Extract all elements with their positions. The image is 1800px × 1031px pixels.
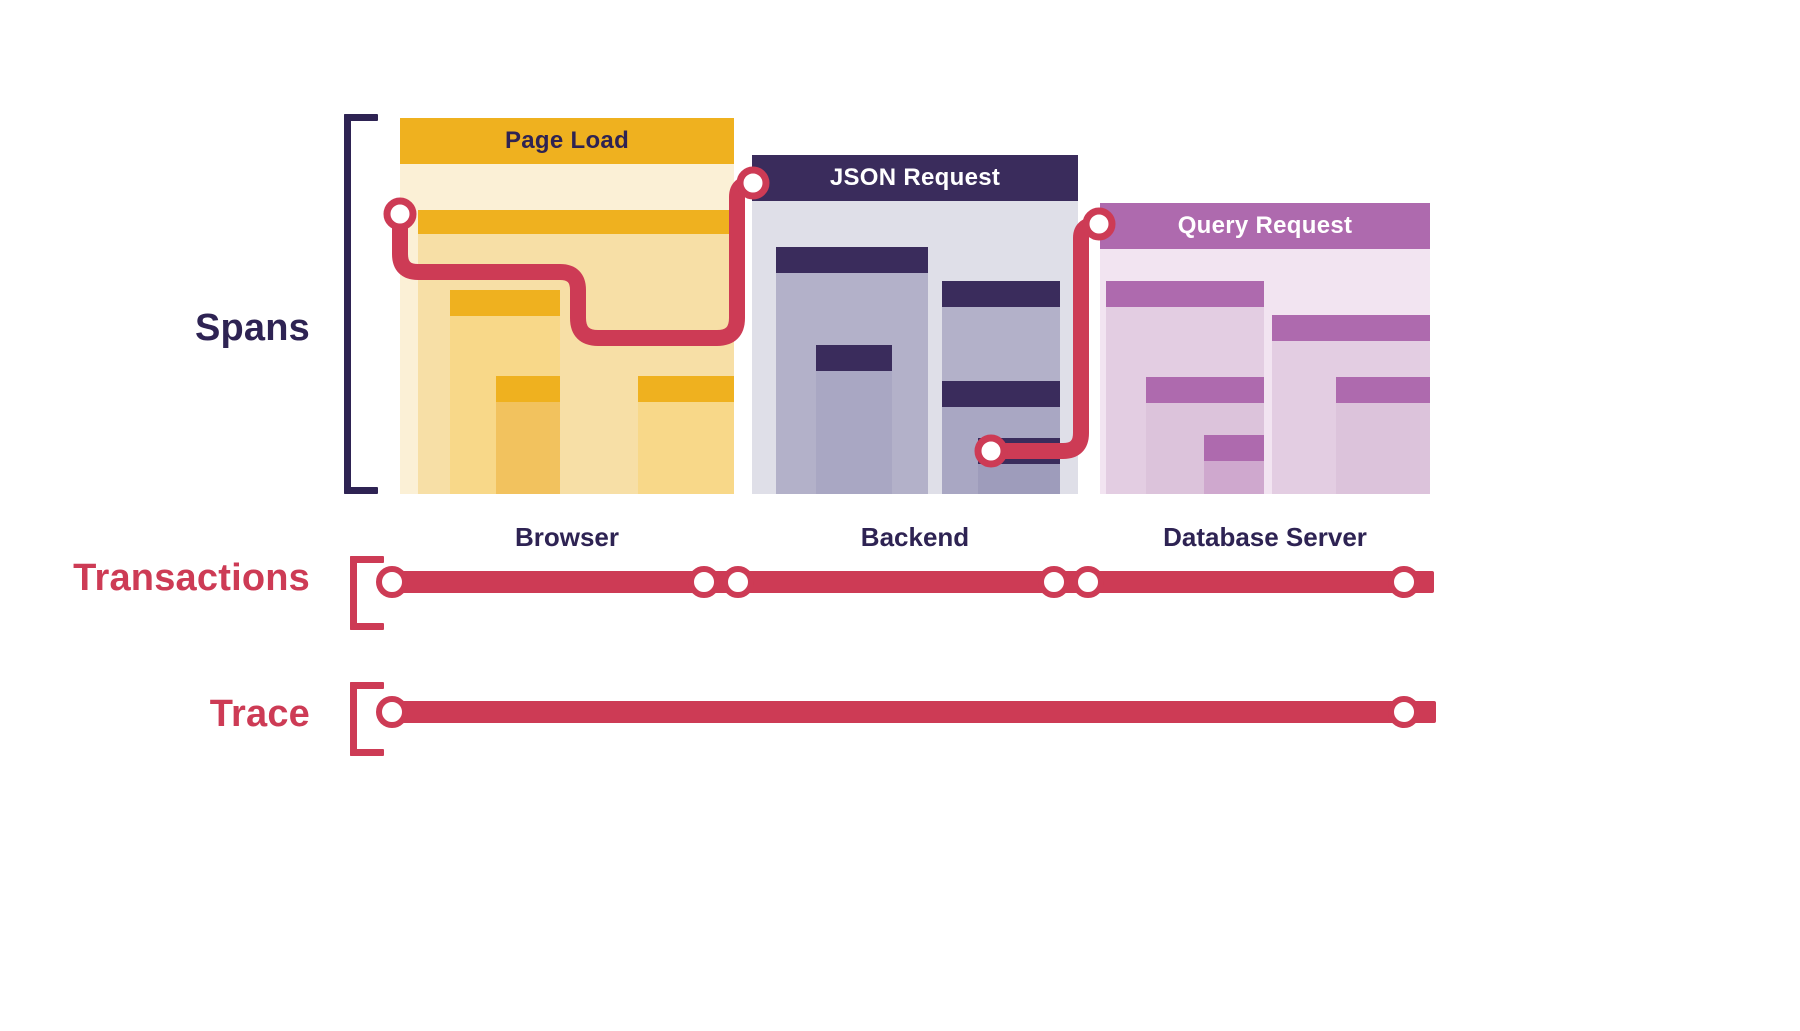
backend-transaction-end[interactable] bbox=[1038, 566, 1070, 598]
bracket-bar bbox=[350, 556, 357, 630]
database-transaction[interactable] bbox=[1092, 571, 1434, 593]
span-column-body bbox=[752, 201, 1078, 494]
span-bar-cap bbox=[418, 210, 590, 234]
row-label-spans: Spans bbox=[194, 307, 310, 349]
span-bar[interactable] bbox=[816, 345, 892, 494]
bracket-arm-top bbox=[350, 682, 384, 689]
browser-transaction-end[interactable] bbox=[688, 566, 720, 598]
span-bar-cap bbox=[942, 381, 1060, 407]
span-bar-cap bbox=[496, 376, 560, 402]
span-column-body bbox=[1100, 249, 1430, 494]
span-column-database[interactable]: Query Request Database Server bbox=[1100, 203, 1430, 552]
span-bar-cap bbox=[816, 345, 892, 371]
span-bar-cap bbox=[1204, 435, 1264, 461]
bracket-bar bbox=[350, 682, 357, 756]
bracket-arm-top bbox=[350, 556, 384, 563]
row-label-trace: Trace bbox=[209, 693, 310, 735]
span-bar[interactable] bbox=[638, 376, 734, 494]
bracket-arm-bottom bbox=[350, 623, 384, 630]
trace-end[interactable] bbox=[1388, 696, 1420, 728]
span-bar-cap bbox=[1336, 377, 1430, 403]
span-caption-browser: Browser bbox=[514, 522, 620, 552]
row-label-transactions: Transactions bbox=[73, 557, 310, 599]
span-bar[interactable] bbox=[978, 438, 1060, 494]
span-column-body bbox=[400, 164, 734, 494]
bracket-arm-top bbox=[344, 114, 378, 121]
bracket-trace bbox=[350, 682, 384, 756]
span-caption-backend: Backend bbox=[860, 522, 970, 552]
database-transaction-end[interactable] bbox=[1388, 566, 1420, 598]
span-bar[interactable] bbox=[496, 376, 560, 494]
span-bar-cap bbox=[776, 247, 928, 273]
span-caption-database-server: Database Server bbox=[1163, 522, 1367, 552]
span-bar-cap bbox=[942, 281, 1060, 307]
span-bar[interactable] bbox=[1336, 377, 1430, 494]
bracket-arm-bottom bbox=[350, 749, 384, 756]
trace-start[interactable] bbox=[376, 696, 408, 728]
bracket-spans bbox=[344, 114, 378, 494]
span-bar[interactable] bbox=[1204, 435, 1264, 494]
span-column-browser[interactable]: Page Load Browser bbox=[400, 118, 734, 552]
browser-transaction[interactable] bbox=[392, 571, 730, 593]
span-bar-cap bbox=[1146, 377, 1264, 403]
backend-transaction[interactable] bbox=[744, 571, 1078, 593]
bracket-arm-bottom bbox=[344, 487, 378, 494]
database-transaction-start[interactable] bbox=[1072, 566, 1104, 598]
bracket-transactions bbox=[350, 556, 384, 630]
span-bar-cap bbox=[1106, 281, 1264, 307]
span-header-page-load: Page Load bbox=[400, 118, 734, 164]
span-bar-cap bbox=[1272, 315, 1430, 341]
browser-transaction-start[interactable] bbox=[376, 566, 408, 598]
span-bar-cap bbox=[638, 376, 734, 402]
span-bar-cap bbox=[450, 290, 560, 316]
span-header-query-request: Query Request bbox=[1100, 203, 1430, 249]
span-column-backend[interactable]: JSON Request Backend bbox=[752, 155, 1078, 552]
backend-transaction-start[interactable] bbox=[722, 566, 754, 598]
span-bar-cap bbox=[576, 210, 734, 234]
span-header-json-request: JSON Request bbox=[752, 155, 1078, 201]
bracket-bar bbox=[344, 114, 351, 494]
trace-line[interactable] bbox=[392, 701, 1436, 723]
span-bar-cap bbox=[978, 438, 1060, 464]
